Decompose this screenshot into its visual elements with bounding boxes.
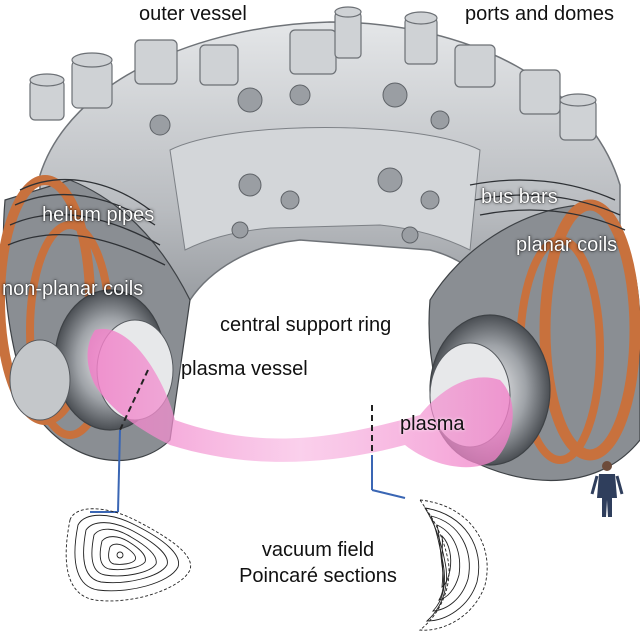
port-openings [149, 82, 450, 244]
section-marker-right [371, 405, 406, 499]
label-ports-and-domes: ports and domes [465, 3, 614, 25]
caption-line-2: Poincaré sections [239, 565, 397, 587]
caption-line-1: vacuum field [261, 539, 375, 561]
helium-pipes [7, 179, 166, 266]
label-planar-coils: planar coils [516, 234, 618, 256]
poincare-section-right [418, 499, 488, 631]
label-non-planar-coils: non-planar coils [2, 278, 144, 300]
human-figure-icon [590, 461, 624, 517]
label-helium-pipes: helium pipes [42, 204, 155, 226]
label-central-support-ring: central support ring [220, 314, 392, 336]
bus-bars [469, 179, 626, 231]
poincare-section-left [65, 508, 192, 602]
label-plasma-vessel: plasma vessel [181, 358, 308, 380]
label-bus-bars: bus bars [481, 186, 558, 208]
poincare-caption: vacuum field Poincaré sections [218, 537, 418, 589]
label-outer-vessel: outer vessel [139, 3, 247, 25]
ports-and-domes [29, 6, 597, 141]
plasma-ribbon [87, 328, 513, 468]
label-plasma: plasma [400, 413, 465, 435]
